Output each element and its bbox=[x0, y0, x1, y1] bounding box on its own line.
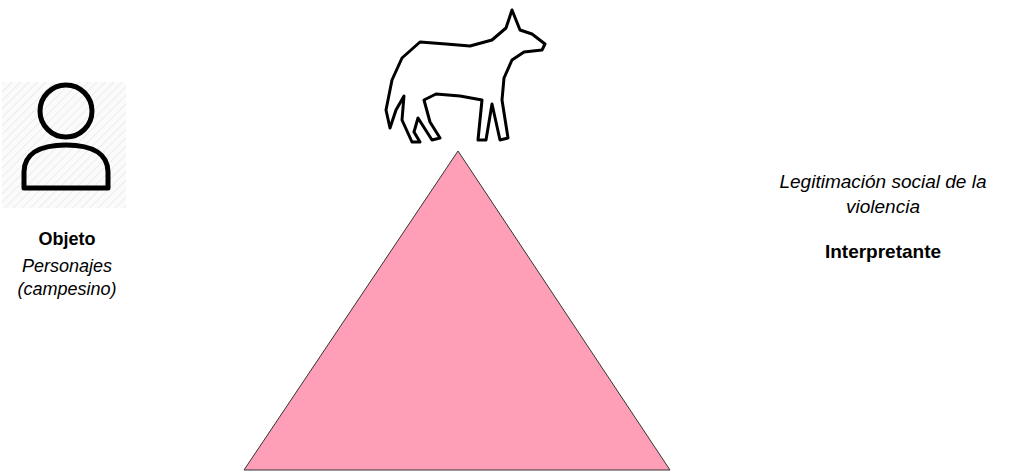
interpretation-note: Legitimación social de la violencia bbox=[752, 170, 1014, 219]
person-icon bbox=[24, 85, 108, 188]
part-note: Personajes (campesino) bbox=[2, 255, 132, 302]
wolf-icon bbox=[386, 10, 545, 142]
icon-ground bbox=[2, 82, 126, 208]
part-name: Objeto bbox=[2, 228, 132, 251]
part-name: Interpretante bbox=[752, 240, 1014, 265]
triangle bbox=[244, 151, 670, 470]
